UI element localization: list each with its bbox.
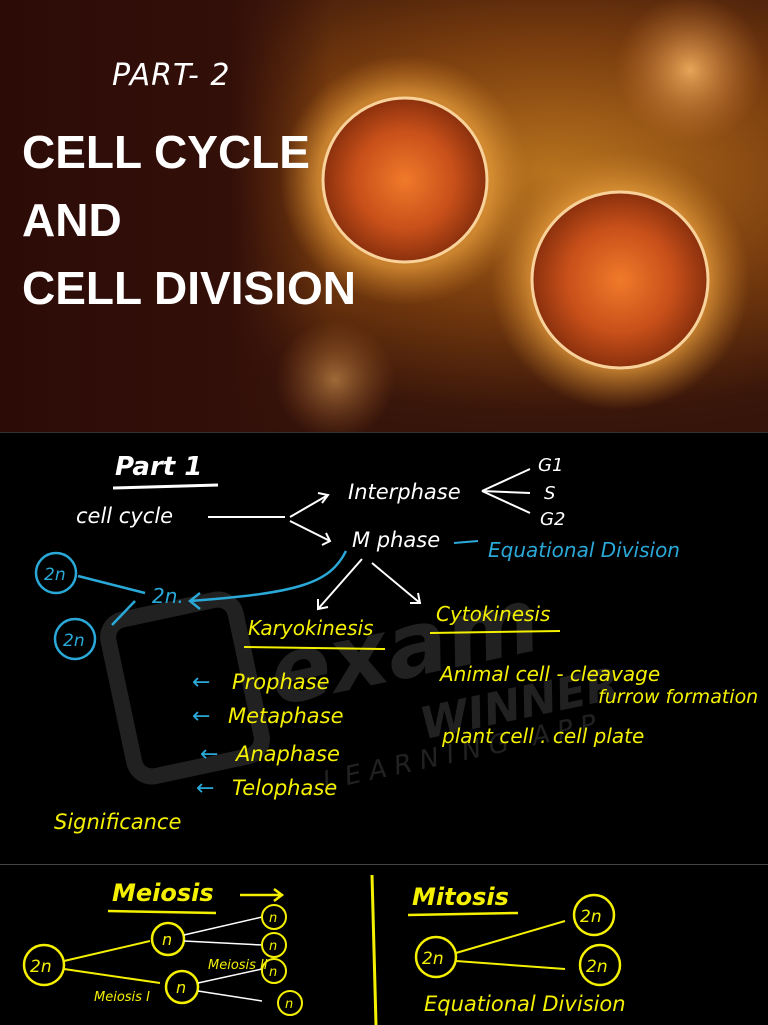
notes-canvas: exam WINNER LEARNING APP Part 1 cell cyc… bbox=[34, 452, 758, 834]
heading-underline bbox=[112, 483, 219, 490]
meiosis-heading: Meiosis bbox=[112, 879, 214, 907]
metaphase-label: Metaphase bbox=[228, 704, 344, 728]
title-line-1: CELL CYCLE bbox=[22, 126, 310, 178]
daughter-cell-1-label: 2n bbox=[44, 565, 66, 585]
mitosis-branches bbox=[455, 920, 566, 970]
mitosis-daughter-2-label: 2n bbox=[586, 957, 608, 977]
haploid-cell-2-label: n bbox=[176, 978, 186, 997]
cytokinesis-label: Cytokinesis bbox=[436, 602, 550, 626]
cytokinesis-underline bbox=[429, 630, 561, 634]
telophase-label: Telophase bbox=[232, 776, 337, 800]
animal-cell-label: Animal cell - cleavage bbox=[438, 662, 660, 686]
anaphase-label: Anaphase bbox=[234, 742, 340, 766]
heading-part-1: Part 1 bbox=[115, 452, 202, 482]
arrow-to-mphase bbox=[289, 520, 332, 546]
blue-branch-lines bbox=[77, 574, 146, 626]
mitosis-underline bbox=[407, 911, 519, 917]
gamete-2 bbox=[261, 932, 287, 958]
gamete-3-label: n bbox=[269, 965, 277, 980]
blue-2n-dot: 2n. bbox=[152, 584, 184, 608]
interphase-branches bbox=[481, 468, 531, 514]
interphase-label: Interphase bbox=[348, 480, 461, 504]
notes-canvas-2: Meiosis 2n n n Meiosis I Meiosis II n n … bbox=[22, 874, 626, 1025]
cover-slide: PART- 2 CELL CYCLE AND CELL DIVISION bbox=[0, 0, 768, 432]
haploid-cell-1 bbox=[150, 921, 186, 957]
gamete-4 bbox=[277, 990, 303, 1016]
g2-label: G2 bbox=[540, 509, 565, 530]
meiosis-2-label: Meiosis II bbox=[208, 958, 268, 973]
parent-cell-label: 2n bbox=[30, 957, 52, 977]
mitosis-daughter-1 bbox=[572, 893, 616, 937]
m-phase-label: M phase bbox=[352, 528, 440, 552]
haploid-cell-1-label: n bbox=[162, 930, 172, 949]
mitosis-equational-label: Equational Division bbox=[424, 992, 626, 1016]
mitosis-parent-cell bbox=[414, 935, 458, 979]
meiosis-branch-2 bbox=[183, 916, 263, 1002]
part-label: PART- 2 bbox=[112, 58, 231, 93]
title-line-3: CELL DIVISION bbox=[22, 262, 356, 314]
karyokinesis-label: Karyokinesis bbox=[248, 616, 373, 640]
karyokinesis-underline bbox=[243, 646, 386, 650]
arrow-to-interphase bbox=[289, 492, 330, 518]
cell-2-nucleus bbox=[530, 190, 710, 370]
cover-title: CELL CYCLE AND CELL DIVISION bbox=[22, 118, 356, 322]
background-cell bbox=[275, 320, 395, 432]
meiosis-underline bbox=[107, 909, 217, 915]
mitosis-parent-label: 2n bbox=[422, 949, 444, 969]
gamete-3 bbox=[261, 958, 287, 984]
prophase-arrow-icon: ← bbox=[192, 670, 210, 695]
daughter-cell-2 bbox=[53, 617, 97, 661]
meiosis-branch-1 bbox=[63, 940, 161, 984]
notes-page-meiosis-mitosis: Meiosis 2n n n Meiosis I Meiosis II n n … bbox=[0, 864, 768, 1025]
telophase-arrow-icon: ← bbox=[196, 776, 214, 801]
metaphase-arrow-icon: ← bbox=[192, 704, 210, 729]
cover-dark-overlay bbox=[0, 0, 330, 432]
arrow-to-cytokinesis bbox=[371, 562, 422, 604]
notes-page-cell-cycle: exam WINNER LEARNING APP Part 1 cell cyc… bbox=[0, 432, 768, 865]
haploid-cell-2 bbox=[164, 969, 200, 1005]
daughter-cell-2-label: 2n bbox=[63, 631, 85, 651]
gamete-4-label: n bbox=[285, 997, 293, 1012]
anaphase-arrow-icon: ← bbox=[200, 742, 218, 767]
m-phase-dash bbox=[453, 540, 479, 544]
furrow-label: furrow formation bbox=[598, 686, 758, 708]
significance-label: Significance bbox=[54, 810, 181, 834]
cell-1-nucleus bbox=[321, 96, 489, 264]
parent-cell-2n bbox=[22, 943, 66, 987]
divider-line bbox=[370, 874, 378, 1025]
mitosis-heading: Mitosis bbox=[412, 883, 509, 911]
plant-cell-label: plant cell . cell plate bbox=[441, 724, 644, 748]
meiosis-arrow bbox=[240, 888, 285, 902]
gamete-2-label: n bbox=[269, 939, 277, 954]
prophase-label: Prophase bbox=[232, 670, 330, 694]
cell-cycle-label: cell cycle bbox=[76, 504, 173, 528]
cell-illustration bbox=[275, 0, 765, 432]
equational-division-label: Equational Division bbox=[488, 538, 680, 562]
s-label: S bbox=[544, 483, 555, 504]
mitosis-daughter-2 bbox=[578, 943, 622, 987]
title-line-2: AND bbox=[22, 194, 122, 246]
arrow-to-karyokinesis bbox=[317, 558, 363, 611]
meiosis-1-label: Meiosis I bbox=[94, 990, 150, 1005]
daughter-cell-1 bbox=[34, 551, 78, 595]
gamete-1-label: n bbox=[269, 911, 277, 926]
blue-arrow-to-2n bbox=[187, 550, 348, 610]
watermark-logo-icon bbox=[100, 591, 270, 785]
gamete-1 bbox=[261, 904, 287, 930]
background-cell bbox=[615, 0, 765, 145]
g1-label: G1 bbox=[538, 455, 563, 476]
mitosis-daughter-1-label: 2n bbox=[580, 907, 602, 927]
